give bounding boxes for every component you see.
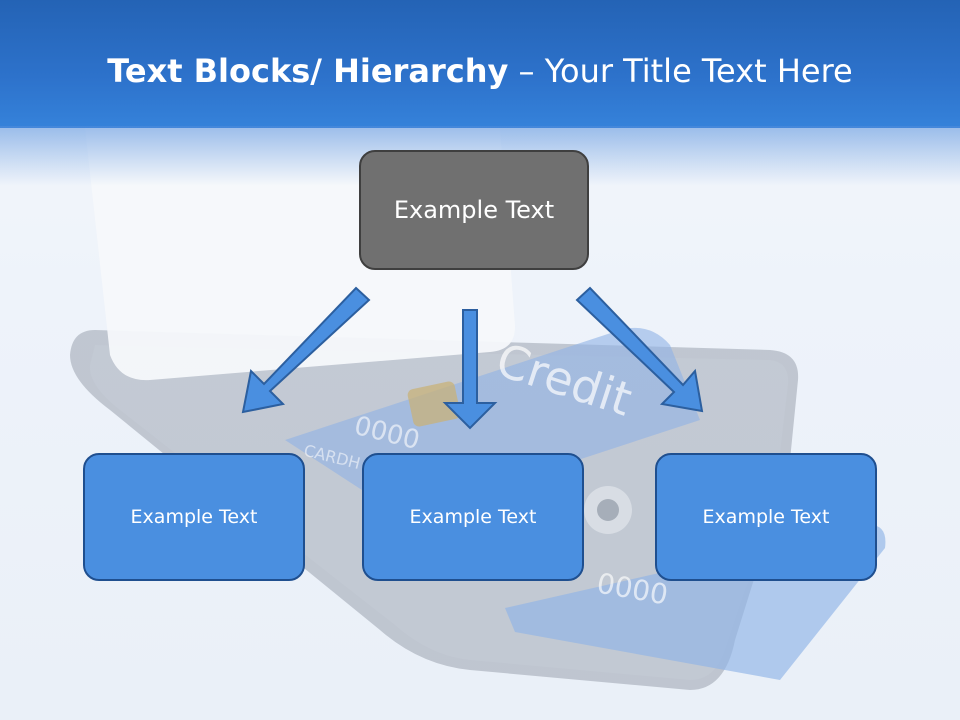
title-bar	[0, 0, 960, 128]
title-light: Your Title Text Here	[544, 52, 853, 90]
parent-box: Example Text	[359, 150, 589, 270]
card-chip	[407, 381, 461, 427]
child-box-left: Example Text	[83, 453, 305, 581]
child-box-label: Example Text	[409, 506, 537, 528]
page-title: Text Blocks/ Hierarchy – Your Title Text…	[0, 52, 960, 90]
child-box-right: Example Text	[655, 453, 877, 581]
parent-box-label: Example Text	[393, 196, 555, 224]
arrow-left	[241, 286, 371, 414]
child-box-label: Example Text	[702, 506, 830, 528]
terminal-button-center	[597, 499, 619, 521]
child-box-label: Example Text	[130, 506, 258, 528]
title-bold: Text Blocks/ Hierarchy	[107, 52, 509, 90]
title-separator: –	[508, 52, 545, 90]
arrow-right	[575, 286, 704, 413]
child-box-middle: Example Text	[362, 453, 584, 581]
arrow-middle	[442, 309, 498, 430]
